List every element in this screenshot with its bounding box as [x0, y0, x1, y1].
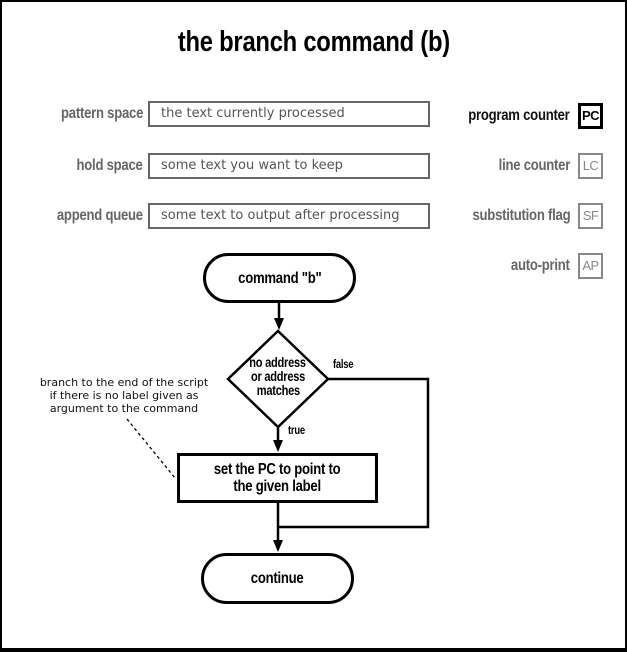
- program-counter-label-wrap: program counter: [402, 103, 571, 129]
- line-counter-label: line counter: [498, 157, 571, 174]
- pattern-space-label-wrap: pattern space: [2, 101, 143, 127]
- true-branch-arrowhead-icon: [273, 440, 283, 452]
- action-line-1: set the PC to point to: [214, 461, 341, 478]
- annotation-line-3: argument to the command: [49, 402, 199, 415]
- action-node: set the PC to point to the given label: [177, 453, 378, 503]
- action-line-2: the given label: [233, 478, 322, 495]
- line-counter-label-wrap: line counter: [402, 153, 571, 179]
- auto-print-label-wrap: auto-print: [402, 253, 570, 279]
- append-queue-label-wrap: append queue: [2, 203, 143, 229]
- false-branch-label: false: [333, 359, 354, 371]
- start-node-label: command "b": [237, 269, 322, 287]
- annotation-line-2: if there is no label given as: [49, 389, 199, 402]
- line-counter-box: LC: [578, 153, 603, 179]
- action-to-end-arrowhead-icon: [273, 540, 283, 552]
- page-title: the branch command (b): [177, 26, 450, 58]
- auto-print-label: auto-print: [511, 257, 570, 274]
- decision-line-1: no address: [249, 355, 307, 370]
- end-node-label: continue: [251, 570, 304, 587]
- annotation-dashed-connector: [126, 418, 176, 479]
- substitution-flag-label-wrap: substitution flag: [402, 203, 570, 229]
- action-node-label: set the PC to point to the given label: [214, 461, 341, 495]
- hold-space-field: some text you want to keep: [148, 153, 430, 179]
- start-node: command "b": [203, 253, 356, 303]
- start-to-decision-arrowhead-icon: [274, 318, 284, 330]
- hold-space-label-wrap: hold space: [2, 153, 143, 179]
- true-branch-label-wrap: true: [288, 425, 309, 437]
- decision-text: no address or address matches: [228, 356, 328, 398]
- annotation-line-1: branch to the end of the script: [39, 376, 209, 389]
- end-node: continue: [201, 553, 354, 604]
- program-counter-box: PC: [578, 103, 603, 129]
- decision-line-3: matches: [256, 383, 300, 398]
- hold-space-label: hold space: [76, 157, 143, 174]
- true-branch-label: true: [288, 425, 305, 437]
- auto-print-box: AP: [578, 253, 603, 279]
- append-queue-label: append queue: [57, 207, 143, 224]
- substitution-flag-label: substitution flag: [472, 207, 570, 224]
- pattern-space-label: pattern space: [60, 105, 143, 122]
- page-title-row: the branch command (b): [2, 26, 625, 59]
- decision-line-2: or address: [250, 369, 306, 384]
- pattern-space-field: the text currently processed: [148, 101, 430, 127]
- substitution-flag-box: SF: [578, 203, 603, 229]
- program-counter-label: program counter: [468, 107, 571, 124]
- false-branch-label-wrap: false: [333, 359, 358, 371]
- append-queue-field: some text to output after processing: [148, 203, 430, 229]
- annotation-text: branch to the end of the script if there…: [30, 376, 218, 415]
